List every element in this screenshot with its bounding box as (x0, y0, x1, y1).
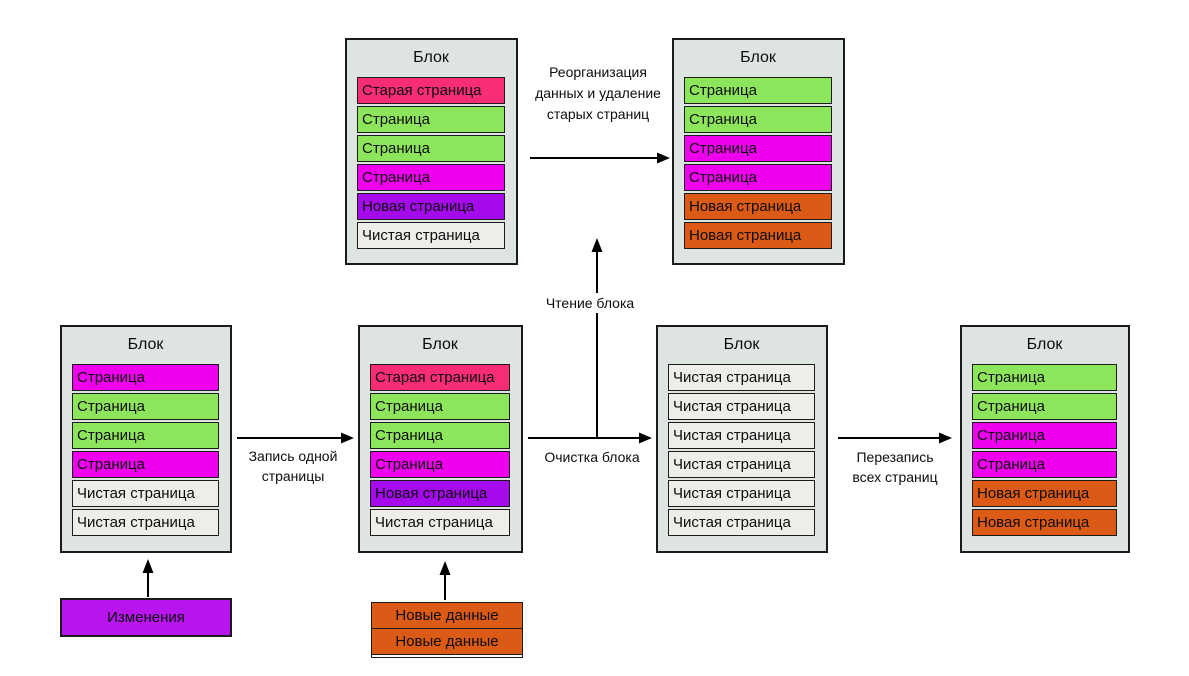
rewrite-all-arrow-label: Перезапись всех страниц (852, 449, 938, 485)
page-row-orange: Новая страница (972, 509, 1117, 536)
page-row-magenta: Страница (684, 164, 832, 191)
page-row-clean: Чистая страница (668, 451, 815, 478)
erase-block-arrow-label: Очистка блока (544, 449, 640, 465)
page-row-clean: Чистая страница (668, 364, 815, 391)
block-title: Блок (127, 336, 164, 353)
arrow-changes-up (142, 559, 154, 597)
page-row-pink: Старая страница (370, 364, 510, 391)
new-data-row: Новые данные (371, 602, 523, 629)
block-title: Блок (1026, 336, 1063, 353)
page-row-clean: Чистая страница (668, 509, 815, 536)
page-row-clean: Чистая страница (72, 509, 219, 536)
page-row-magenta: Страница (72, 364, 219, 391)
arrow-read-block (591, 238, 603, 437)
page-row-green: Страница (370, 422, 510, 449)
page-row-pink: Старая страница (357, 77, 505, 104)
page-row-orange: Новая страница (684, 222, 832, 249)
page-row-magenta: Страница (370, 451, 510, 478)
arrow-erase-block (528, 432, 652, 444)
arrow-rewrite-all (838, 432, 952, 444)
page-row-green: Страница (972, 364, 1117, 391)
reorganize-arrow-label: Реорганизация данных и удаление старых с… (535, 64, 661, 122)
page-row-green: Страница (370, 393, 510, 420)
block-title: Блок (723, 336, 760, 353)
block-title: Блок (422, 336, 458, 353)
page-row-orange: Новая страница (684, 193, 832, 220)
page-row-green: Страница (72, 422, 219, 449)
page-row-magenta: Страница (684, 135, 832, 162)
page-row-green: Страница (357, 106, 505, 133)
page-row-purple: Новая страница (357, 193, 505, 220)
page-row-clean: Чистая страница (370, 509, 510, 536)
page-row-clean: Чистая страница (357, 222, 505, 249)
arrow-reorganize (530, 152, 670, 164)
page-row-green: Страница (684, 106, 832, 133)
page-row-green: Страница (684, 77, 832, 104)
write-one-page-arrow-label: Запись одной страницы (248, 448, 338, 484)
page-row-green: Страница (72, 393, 219, 420)
arrow-new-data-up (439, 561, 451, 600)
block-title: Блок (740, 49, 776, 66)
page-row-magenta: Страница (972, 451, 1117, 478)
arrow-write-one-page (237, 432, 354, 444)
page-row-clean: Чистая страница (668, 393, 815, 420)
read-block-arrow-label: Чтение блока (542, 293, 638, 313)
page-row-clean: Чистая страница (668, 480, 815, 507)
page-row-magenta: Страница (357, 164, 505, 191)
page-row-orange: Новая страница (972, 480, 1117, 507)
page-row-magenta: Страница (972, 422, 1117, 449)
page-row-magenta: Страница (72, 451, 219, 478)
page-row-green: Страница (972, 393, 1117, 420)
page-row-green: Страница (357, 135, 505, 162)
page-row-purple: Новая страница (370, 480, 510, 507)
block-title: Блок (413, 49, 449, 66)
page-row-clean: Чистая страница (72, 480, 219, 507)
page-row-clean: Чистая страница (668, 422, 815, 449)
new-data-box: Новые данные Новые данные (371, 602, 523, 658)
changes-box: Изменения (60, 598, 232, 637)
new-data-row: Новые данные (371, 628, 523, 655)
